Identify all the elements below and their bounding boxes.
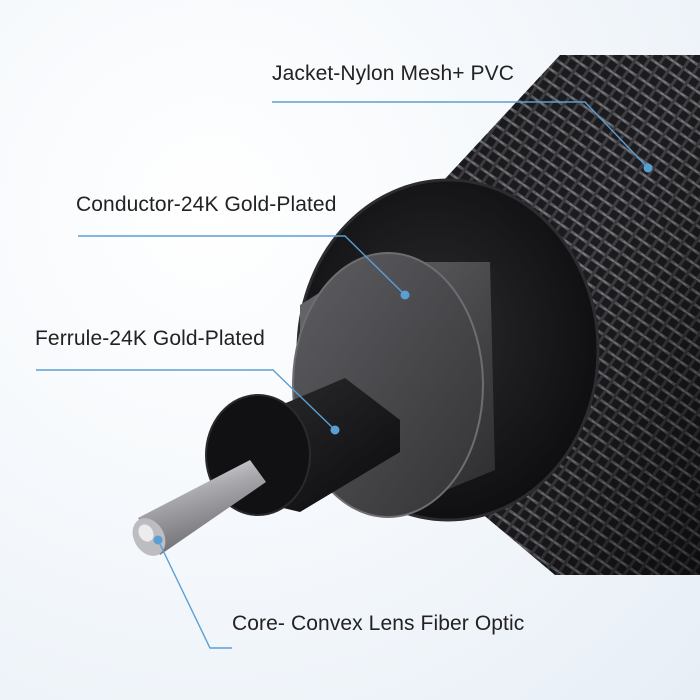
conductor-dot (400, 290, 410, 300)
core-dot (153, 535, 163, 545)
core-leader (157, 539, 232, 649)
ferrule-label: Ferrule-24K Gold-Plated (35, 327, 265, 350)
core-label: Core- Convex Lens Fiber Optic (232, 612, 525, 635)
jacket-leader (272, 101, 649, 169)
jacket-label: Jacket-Nylon Mesh+ PVC (272, 62, 515, 85)
leader-lines (36, 101, 649, 649)
ferrule-dot (330, 425, 340, 435)
core (132, 460, 266, 556)
leader-dots (153, 163, 653, 545)
conductor-label: Conductor-24K Gold-Plated (76, 193, 337, 216)
jacket-dot (643, 163, 653, 173)
conductor-leader (78, 235, 406, 296)
ferrule-leader (36, 369, 336, 431)
